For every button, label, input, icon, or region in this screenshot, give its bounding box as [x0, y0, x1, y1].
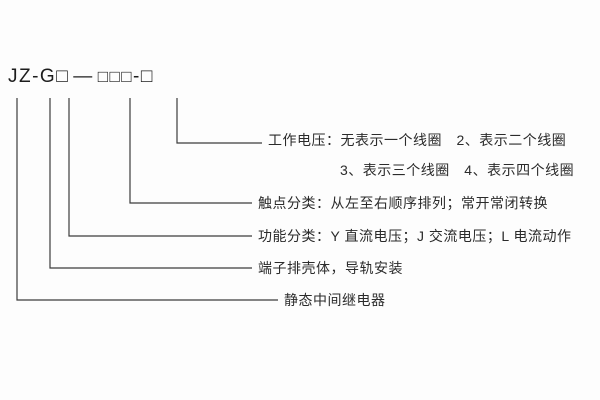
leader-line-working-voltage [176, 98, 262, 144]
leader-line-relay [16, 98, 278, 301]
label-contact-classification: 触点分类：从左至右顺序排列；常开常闭转换 [258, 195, 548, 211]
model-code-box-group: □□□ [97, 67, 134, 86]
leader-line-contact [129, 98, 252, 204]
label-working-voltage-line2: 3、表示三个线圈 4、表示四个线圈 [340, 162, 575, 178]
label-relay-type: 静态中间继电器 [284, 292, 386, 308]
model-code-separator: — [73, 66, 94, 87]
model-code-box2: □ [140, 66, 154, 87]
leader-line-housing [49, 98, 252, 269]
model-code-box1: □ [56, 66, 70, 87]
leader-line-function [68, 98, 252, 237]
model-code-prefix: JZ-G [8, 66, 57, 87]
model-code: JZ-G □ — □□□ - □ [8, 66, 154, 88]
label-function-classification: 功能分类：Y 直流电压；J 交流电压；L 电流动作 [258, 228, 572, 244]
label-working-voltage-line1: 工作电压：无表示一个线圈 2、表示二个线圈 [268, 132, 567, 148]
model-code-dash: - [133, 66, 141, 87]
label-housing: 端子排壳体，导轨安装 [258, 260, 403, 276]
